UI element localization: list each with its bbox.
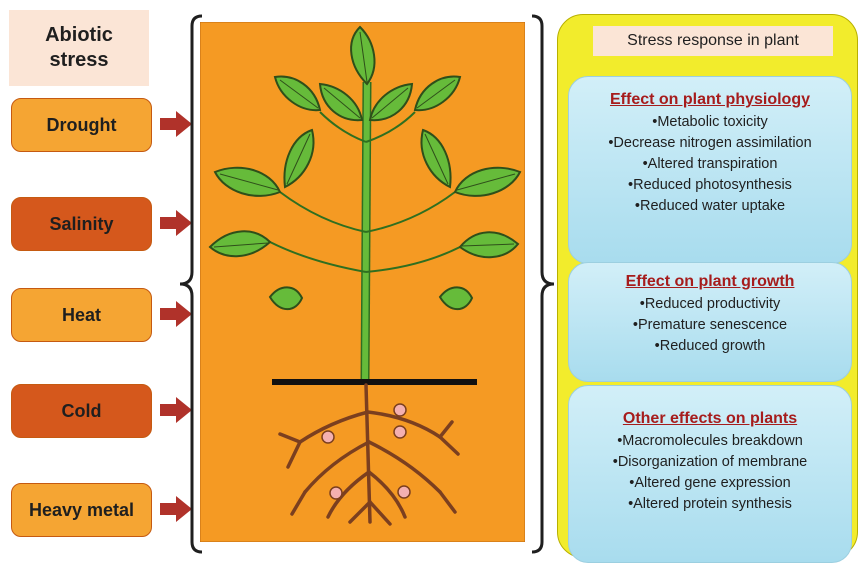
growth-effects: Effect on plant growth •Reduced producti… (568, 262, 852, 382)
effect-item: •Disorganization of membrane (569, 452, 851, 473)
stress-heavy-metal: Heavy metal (11, 483, 152, 537)
stress-heat: Heat (11, 288, 152, 342)
physiology-effects: Effect on plant physiology •Metabolic to… (568, 76, 852, 264)
effect-item: •Metabolic toxicity (569, 112, 851, 133)
right-bracket (528, 14, 558, 554)
stress-cold: Cold (11, 384, 152, 438)
effect-item: •Macromolecules breakdown (569, 431, 851, 452)
effect-item: •Reduced photosynthesis (569, 175, 851, 196)
effect-item: •Altered transpiration (569, 154, 851, 175)
effect-item: •Reduced water uptake (569, 196, 851, 217)
other-effects: Other effects on plants •Macromolecules … (568, 385, 852, 563)
effect-heading: Effect on plant growth (569, 273, 851, 291)
plant-illustration (200, 22, 525, 542)
effect-heading: Other effects on plants (569, 410, 851, 428)
effect-item: •Altered protein synthesis (569, 494, 851, 515)
abiotic-stress-title: Abiotic stress (9, 10, 149, 86)
effect-heading: Effect on plant physiology (569, 91, 851, 109)
panel-title: Stress response in plant (593, 26, 833, 56)
effect-item: •Premature senescence (569, 315, 851, 336)
effect-item: •Reduced growth (569, 336, 851, 357)
effect-item: •Altered gene expression (569, 473, 851, 494)
effect-item: •Decrease nitrogen assimilation (569, 133, 851, 154)
effect-item: •Reduced productivity (569, 294, 851, 315)
stress-salinity: Salinity (11, 197, 152, 251)
stress-drought: Drought (11, 98, 152, 152)
